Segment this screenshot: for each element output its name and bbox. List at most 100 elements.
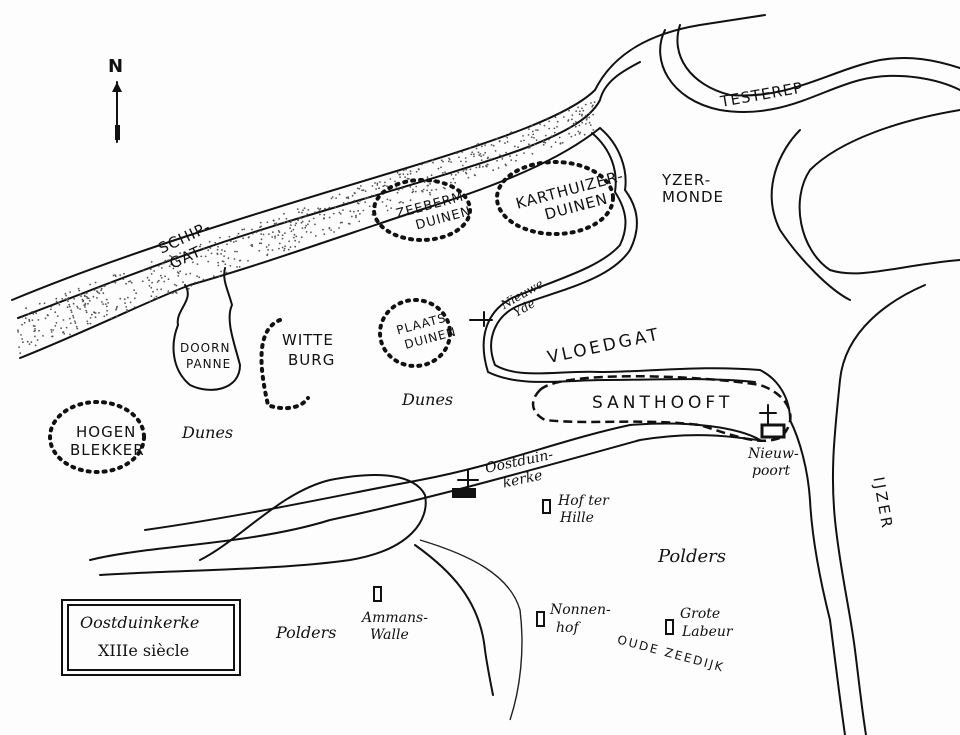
sand-dot (187, 252, 189, 255)
sand-dot (441, 172, 444, 174)
label-doornpanne-2: PANNE (186, 357, 231, 371)
sand-dot (528, 128, 530, 131)
sand-dot (170, 263, 173, 266)
sand-dot (509, 131, 512, 134)
coastline-outer (17, 61, 641, 319)
sand-dot (457, 171, 460, 174)
sand-dot (593, 101, 596, 104)
sand-dot (51, 335, 53, 338)
sand-dot (182, 281, 184, 283)
sand-dot (471, 151, 474, 154)
sand-dot (322, 228, 324, 231)
sand-dot (355, 214, 357, 217)
sand-dot (362, 189, 365, 192)
sand-dot (578, 124, 581, 127)
sand-dot (450, 181, 452, 184)
sand-dot (23, 321, 26, 324)
oostduinkerke-church-icon (452, 469, 479, 498)
sand-dot (554, 116, 557, 119)
sand-dot (68, 303, 71, 306)
sand-dot (274, 237, 276, 239)
sand-dot (338, 211, 341, 214)
sand-dot (284, 232, 286, 235)
sand-dot (86, 297, 89, 300)
vloedgat-channel-north (490, 127, 791, 421)
sand-dot (429, 191, 431, 194)
sand-dot (268, 233, 270, 236)
sand-dot (238, 259, 241, 262)
sand-dot (513, 145, 516, 148)
sand-dot (159, 274, 162, 277)
road-loop (99, 474, 427, 576)
label-yzermonde-2: MONDE (662, 188, 724, 206)
sand-dot (281, 234, 284, 237)
sand-dot (24, 317, 27, 320)
sand-dot (50, 329, 53, 331)
sand-dot (133, 297, 136, 300)
sand-dot (397, 189, 400, 191)
sand-dot (530, 136, 533, 139)
sand-dot (185, 273, 188, 276)
sand-dot (371, 185, 374, 187)
sand-dot (298, 241, 300, 243)
sand-dot (570, 135, 573, 138)
sand-dot (102, 303, 104, 305)
sand-dot (386, 185, 388, 188)
sand-dot (187, 287, 190, 290)
sand-dot (61, 297, 64, 300)
sand-dot (484, 144, 486, 147)
sand-dot (306, 213, 309, 216)
sand-dot (198, 276, 201, 279)
sand-dot (527, 147, 530, 149)
label-nonnenhof-2: hof (556, 620, 581, 636)
sand-dot (54, 325, 57, 327)
sand-dot (208, 240, 211, 243)
sand-dot (302, 209, 304, 212)
label-dunes-west: Dunes (181, 423, 233, 442)
sand-dot (409, 172, 412, 175)
sand-dot (103, 315, 106, 318)
sand-dot (122, 278, 125, 280)
sand-dot (243, 228, 246, 231)
sand-dot (562, 116, 565, 118)
sand-dot (469, 168, 472, 171)
sand-dot (290, 219, 292, 222)
sand-dot (73, 298, 75, 300)
map-labels: SCHIP- GAT DOORN PANNE WITTE BURG HOGEN … (70, 79, 896, 675)
sand-dot (307, 223, 309, 226)
sand-dot (237, 232, 240, 235)
sand-dot (523, 139, 525, 142)
sand-dot (400, 201, 402, 203)
sand-dot (247, 260, 249, 262)
sand-dot (271, 249, 274, 252)
sand-dot (149, 268, 152, 271)
sand-dot (162, 262, 164, 265)
sand-dot (171, 292, 174, 295)
sand-dot (262, 233, 265, 236)
testerep-channel-1 (659, 29, 960, 113)
sand-dot (480, 159, 483, 162)
sand-dot (259, 221, 262, 224)
sand-dot (155, 295, 158, 298)
sand-dot (550, 145, 553, 148)
sand-dot (347, 196, 349, 199)
sand-dot (38, 302, 41, 305)
sand-dot (527, 134, 530, 136)
nonnenhof-farm-icon (536, 611, 545, 627)
sand-dot (304, 215, 307, 217)
sand-dot (498, 140, 501, 142)
sand-dot (33, 330, 36, 333)
sand-dot (31, 319, 34, 322)
sand-dot (200, 255, 203, 258)
sand-dot (470, 153, 473, 156)
sand-dot (94, 316, 97, 318)
sand-dot (69, 317, 71, 320)
sand-dot (509, 155, 511, 158)
sand-dot (583, 133, 586, 136)
sand-dot (69, 291, 71, 293)
sand-dot (214, 241, 217, 244)
sand-dot (277, 234, 280, 237)
sand-dot (105, 298, 108, 301)
sand-dot (300, 221, 303, 224)
sand-dot (353, 199, 356, 202)
